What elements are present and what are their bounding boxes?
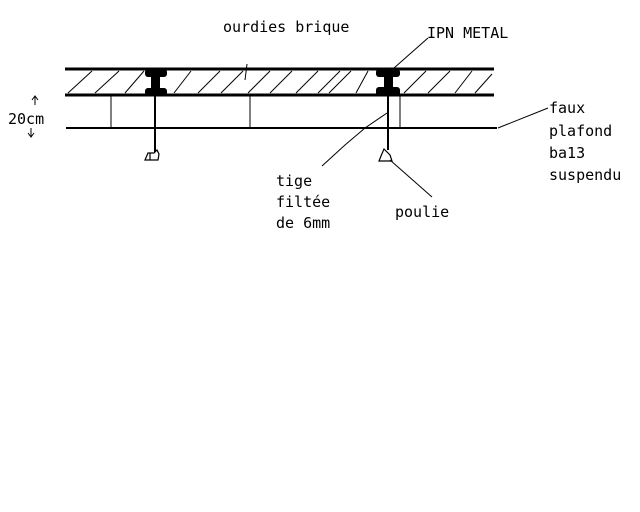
label-beam: IPN METAL: [427, 24, 508, 42]
label-ceiling-line1: faux: [549, 99, 585, 117]
brick-hatching: [67, 70, 493, 94]
ipn-beam-left: [145, 69, 167, 96]
leader-pulley: [389, 159, 433, 198]
label-rod-line3: de 6mm: [276, 214, 330, 232]
label-rod-line2: filtée: [276, 193, 330, 211]
pulley-icon: [144, 148, 160, 161]
label-height: 20cm: [8, 110, 44, 128]
leader-ceiling: [497, 107, 549, 129]
label-ceiling-line2: plafond: [549, 122, 612, 140]
ipn-beam-right: [376, 69, 400, 96]
label-pulley: poulie: [395, 203, 449, 221]
leader-rod: [321, 112, 388, 167]
leader-beam: [393, 37, 429, 69]
pulley-icon: [378, 147, 393, 162]
leader-brick: [244, 63, 248, 81]
label-ceiling-line4: suspendu: [549, 166, 621, 184]
dimension-arrows: [27, 95, 39, 138]
label-rod-line1: tige: [276, 172, 312, 190]
label-ceiling-line3: ba13: [549, 144, 585, 162]
label-brick: ourdies brique: [223, 18, 349, 36]
